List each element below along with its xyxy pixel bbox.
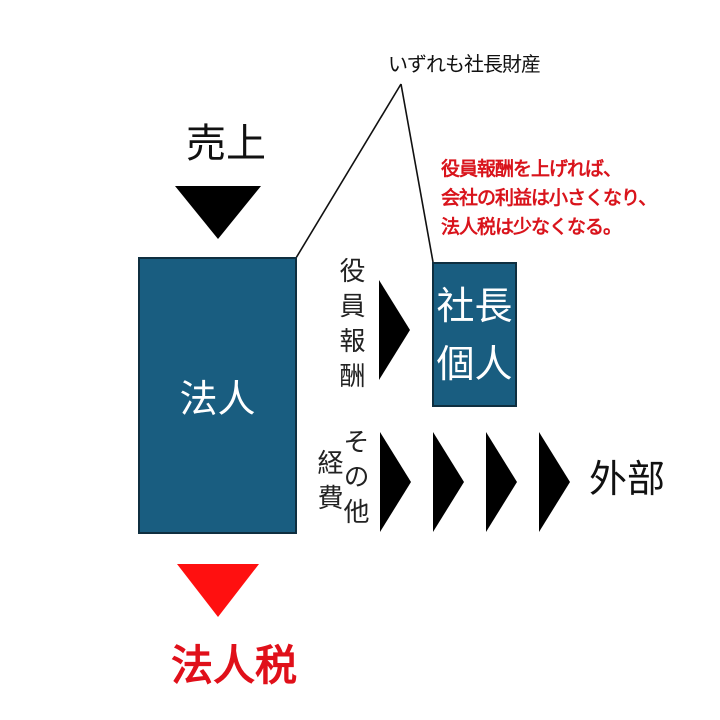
- president-label-line-2: 個人: [436, 341, 513, 386]
- sales-down-arrow-icon: [175, 186, 261, 239]
- note-line-1: 役員報酬を上げれば、: [441, 158, 622, 180]
- president-individual-box: 社長 個人: [432, 262, 517, 407]
- expense-right-arrow-icon: [380, 432, 411, 532]
- expense-right-arrow-icon: [433, 432, 464, 532]
- expense-right-arrow-icon: [539, 432, 570, 532]
- note-line-2: 会社の利益は小さくなり、: [441, 187, 657, 209]
- note-line-3: 法人税は少なくなる。: [441, 216, 622, 238]
- external-label: 外部: [589, 457, 666, 501]
- other-expenses-label-col-1: その他: [339, 428, 369, 533]
- president-label-line-1: 社長: [436, 283, 513, 328]
- corporate-tax-label: 法人税: [171, 641, 298, 690]
- sales-label: 売上: [186, 121, 266, 167]
- corporation-label: 法人: [179, 377, 256, 421]
- callout-line-to-president: [400, 83, 434, 263]
- compensation-right-arrow-icon: [379, 280, 410, 380]
- callout-line-to-corporation: [295, 83, 402, 259]
- executive-compensation-label: 役員報酬: [335, 257, 365, 397]
- corporation-box: 法人: [138, 257, 297, 534]
- note-explanation: 役員報酬を上げれば、 会社の利益は小さくなり、 法人税は少なくなる。: [441, 155, 657, 242]
- callout-label-president-assets: いずれも社長財産: [388, 52, 541, 76]
- tax-down-arrow-icon: [177, 564, 259, 617]
- other-expenses-label-col-2: 経費: [313, 449, 343, 519]
- expense-right-arrow-icon: [486, 432, 517, 532]
